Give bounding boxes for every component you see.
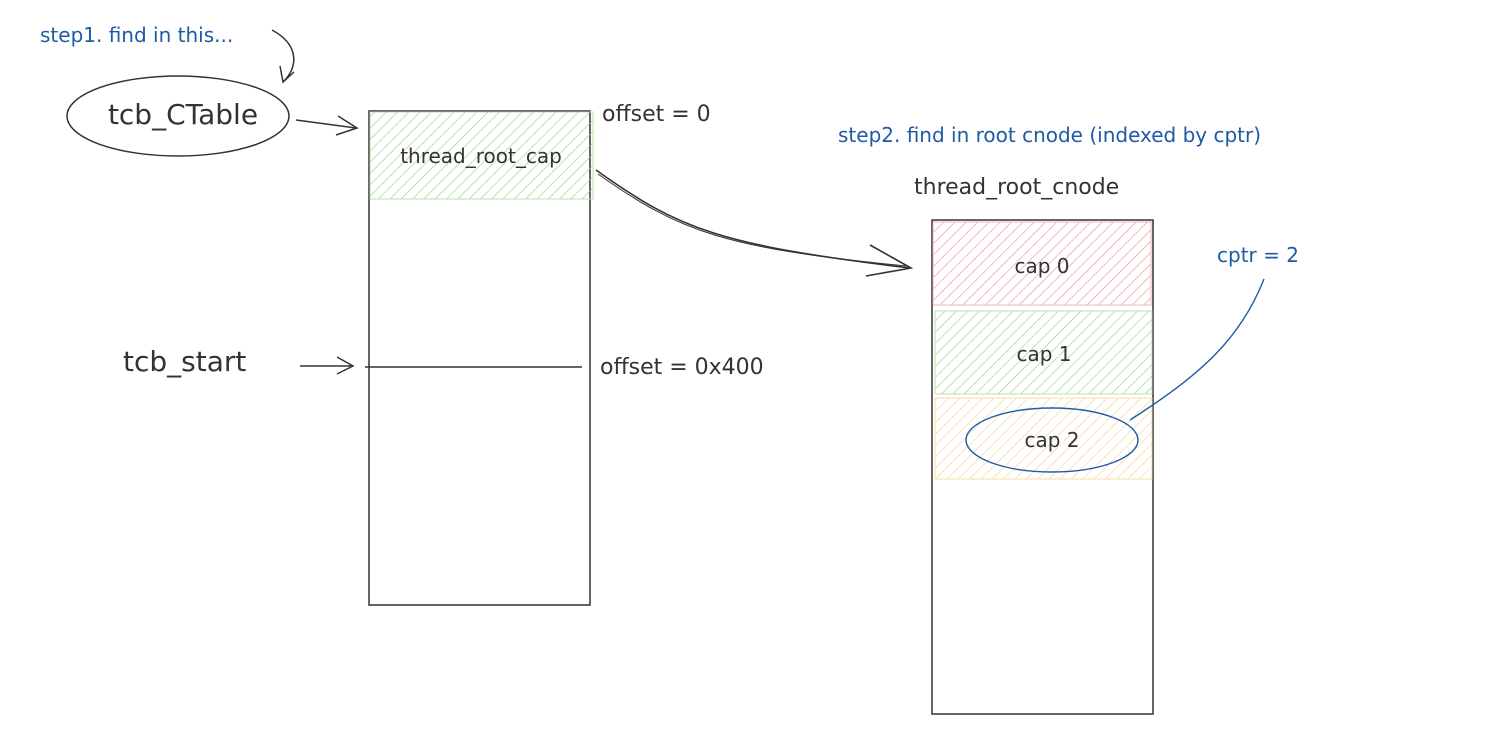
ctable-arrow-head bbox=[335, 115, 359, 136]
tcb-ctable-ellipse bbox=[66, 75, 290, 157]
cap-2-highlight bbox=[965, 407, 1139, 473]
cnode-table bbox=[931, 219, 1154, 715]
step1-arrow-head bbox=[279, 65, 295, 84]
cap-1-cell bbox=[934, 310, 1153, 395]
tcb-start-arrow-head bbox=[336, 356, 355, 375]
cnode-title: thread_root_cnode bbox=[914, 175, 1119, 200]
cap-2-cell bbox=[934, 397, 1153, 480]
cptr-connector bbox=[1129, 278, 1265, 421]
root-cap-arrow-2 bbox=[597, 173, 907, 267]
thread-root-cap-label: thread_root_cap bbox=[400, 144, 562, 168]
cap-1-label: cap 1 bbox=[1016, 342, 1071, 366]
step2-annotation: step2. find in root cnode (indexed by cp… bbox=[838, 123, 1261, 147]
offset-start-label: offset = 0x400 bbox=[600, 355, 764, 380]
cptr-annotation: cptr = 2 bbox=[1217, 243, 1299, 267]
thread-root-cap-cell bbox=[369, 111, 594, 200]
root-cap-arrow bbox=[595, 169, 911, 269]
tcb-ctable-label: tcb_CTable bbox=[108, 98, 258, 131]
root-cap-arrow-head bbox=[865, 244, 914, 277]
cap-0-label: cap 0 bbox=[1014, 254, 1069, 278]
cap-0-cell bbox=[932, 221, 1152, 306]
step1-annotation: step1. find in this... bbox=[40, 23, 233, 47]
offset-top-label: offset = 0 bbox=[602, 102, 711, 127]
tcb-start-label: tcb_start bbox=[123, 345, 246, 378]
cap-2-label: cap 2 bbox=[1024, 428, 1079, 452]
ctable-arrow bbox=[295, 119, 357, 129]
tcb-table bbox=[368, 110, 591, 606]
